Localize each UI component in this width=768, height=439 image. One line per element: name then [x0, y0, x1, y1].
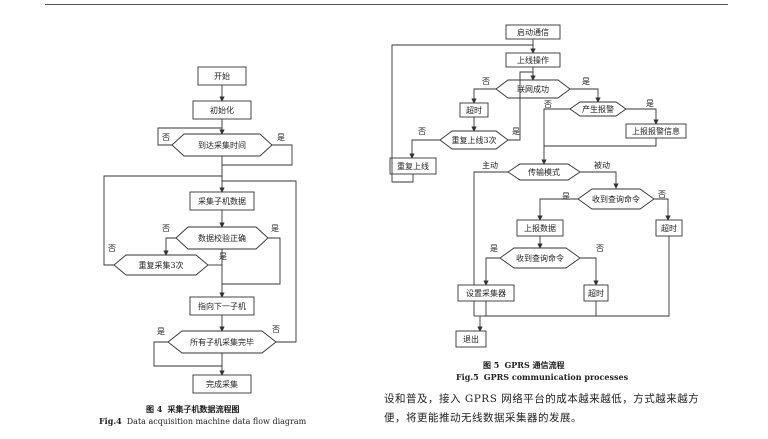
fig4-label-yes-b: 是	[271, 224, 279, 233]
fig5-exit-text: 退出	[463, 334, 479, 344]
fig5-label-no-alarm: 否	[544, 100, 552, 109]
fig5-caption-cn: 图 5 GPRS 通信流程	[483, 360, 565, 371]
fig5-label-active: 主动	[482, 160, 498, 170]
fig4-label-no-b: 否	[162, 224, 170, 233]
fig5-caption-en-num: Fig.5	[456, 372, 479, 382]
fig4-init-text: 初始化	[210, 105, 234, 115]
fig4-caption-cn-title: 采集子机数据流程图	[167, 404, 240, 414]
fig4-verify-text: 数据校验正确	[198, 233, 246, 243]
fig5-repeat-online-text: 重复上线	[397, 161, 429, 171]
fig4-caption-cn-num: 图 4	[146, 404, 163, 414]
fig5-report-data-text: 上报数据	[524, 223, 556, 233]
fig4-label-no-d: 否	[272, 325, 280, 334]
fig5-caption-en: Fig.5 GPRS communication processes	[456, 372, 628, 382]
fig5-timeout1-text: 超时	[466, 105, 482, 115]
fig4-finish-box	[192, 374, 252, 394]
fig5-online-text: 上线操作	[517, 55, 549, 65]
fig5-label-yes-net: 是	[582, 77, 590, 86]
fig5-label-no-q2: 否	[596, 244, 604, 253]
fig4-collect-text: 采集子机数据	[198, 196, 246, 206]
fig4-diagram: 开始 初始化 到达采集时间 否 是 采集子机数据 数据校验正确 否 是 重复采集…	[103, 66, 297, 394]
fig5-set-collector-text: 设置采集器	[466, 288, 506, 298]
fig4-all-done-text: 所有子机采集完毕	[190, 337, 254, 347]
fig4-finish-text: 完成采集	[206, 379, 238, 389]
fig5-timeout3-text: 超时	[588, 288, 604, 298]
fig5-label-no-net: 否	[482, 77, 490, 86]
fig4-label-yes-a: 是	[277, 133, 285, 142]
fig5-timeout2-text: 超时	[661, 223, 677, 233]
body-paragraph: 设和普及，接入 GPRS 网络平台的成本越来越低，方式越来越方便，将更能推动无线…	[384, 393, 700, 424]
fig5-report-alarm-text: 上报报警信息	[632, 126, 680, 136]
fig5-label-no-q1: 否	[658, 190, 666, 199]
fig5-label-no-retry: 否	[418, 127, 426, 136]
fig4-caption-en-title: Data acquisition machine data flow diagr…	[126, 417, 307, 426]
fig5-caption-cn-title: GPRS 通信流程	[504, 360, 565, 370]
fig5-label-yes-q1: 是	[562, 192, 570, 201]
fig4-label-no-a: 否	[162, 133, 170, 142]
fig4-label-yes-c: 是	[219, 252, 227, 261]
fig5-recv-query2-text: 收到查询命令	[516, 253, 564, 263]
fig5-label-passive: 被动	[594, 160, 610, 170]
fig5-diagram: 启动通信 上线操作 联网成功 否 是 超时 产生报警 否 是 上报报警信息 重复…	[389, 24, 687, 348]
fig4-start-text: 开始	[214, 71, 230, 81]
fig5-caption-cn-num: 图 5	[483, 360, 500, 370]
fig5-start-text: 启动通信	[517, 27, 549, 37]
fig4-caption-en-num: Fig.4	[99, 416, 122, 426]
fig4-next-text: 指向下一子机	[198, 301, 246, 311]
fig5-net-ok-text: 联网成功	[517, 84, 549, 94]
fig5-recv-query1-text: 收到查询命令	[592, 194, 640, 204]
fig4-caption-cn: 图 4 采集子机数据流程图	[146, 404, 239, 415]
fig5-retry-text: 重复上线3次	[451, 135, 496, 145]
fig4-reach-time-text: 到达采集时间	[198, 140, 246, 150]
fig5-caption-en-title: GPRS communication processes	[483, 372, 629, 382]
fig4-label-yes-d: 是	[157, 327, 165, 336]
fig5-trans-mode-text: 传输模式	[528, 167, 560, 177]
fig5-exit-box	[455, 330, 487, 348]
fig5-label-yes-retry: 是	[512, 127, 520, 136]
fig5-gen-alarm-text: 产生报警	[582, 104, 614, 114]
fig4-retry-text: 重复采集3次	[138, 260, 183, 270]
fig4-label-no-c: 否	[108, 244, 116, 253]
fig4-caption-en: Fig.4 Data acquisition machine data flow…	[99, 416, 306, 426]
header-rule	[45, 4, 728, 5]
fig5-label-yes-alarm: 是	[646, 99, 654, 108]
fig5-label-yes-q2: 是	[490, 244, 498, 253]
